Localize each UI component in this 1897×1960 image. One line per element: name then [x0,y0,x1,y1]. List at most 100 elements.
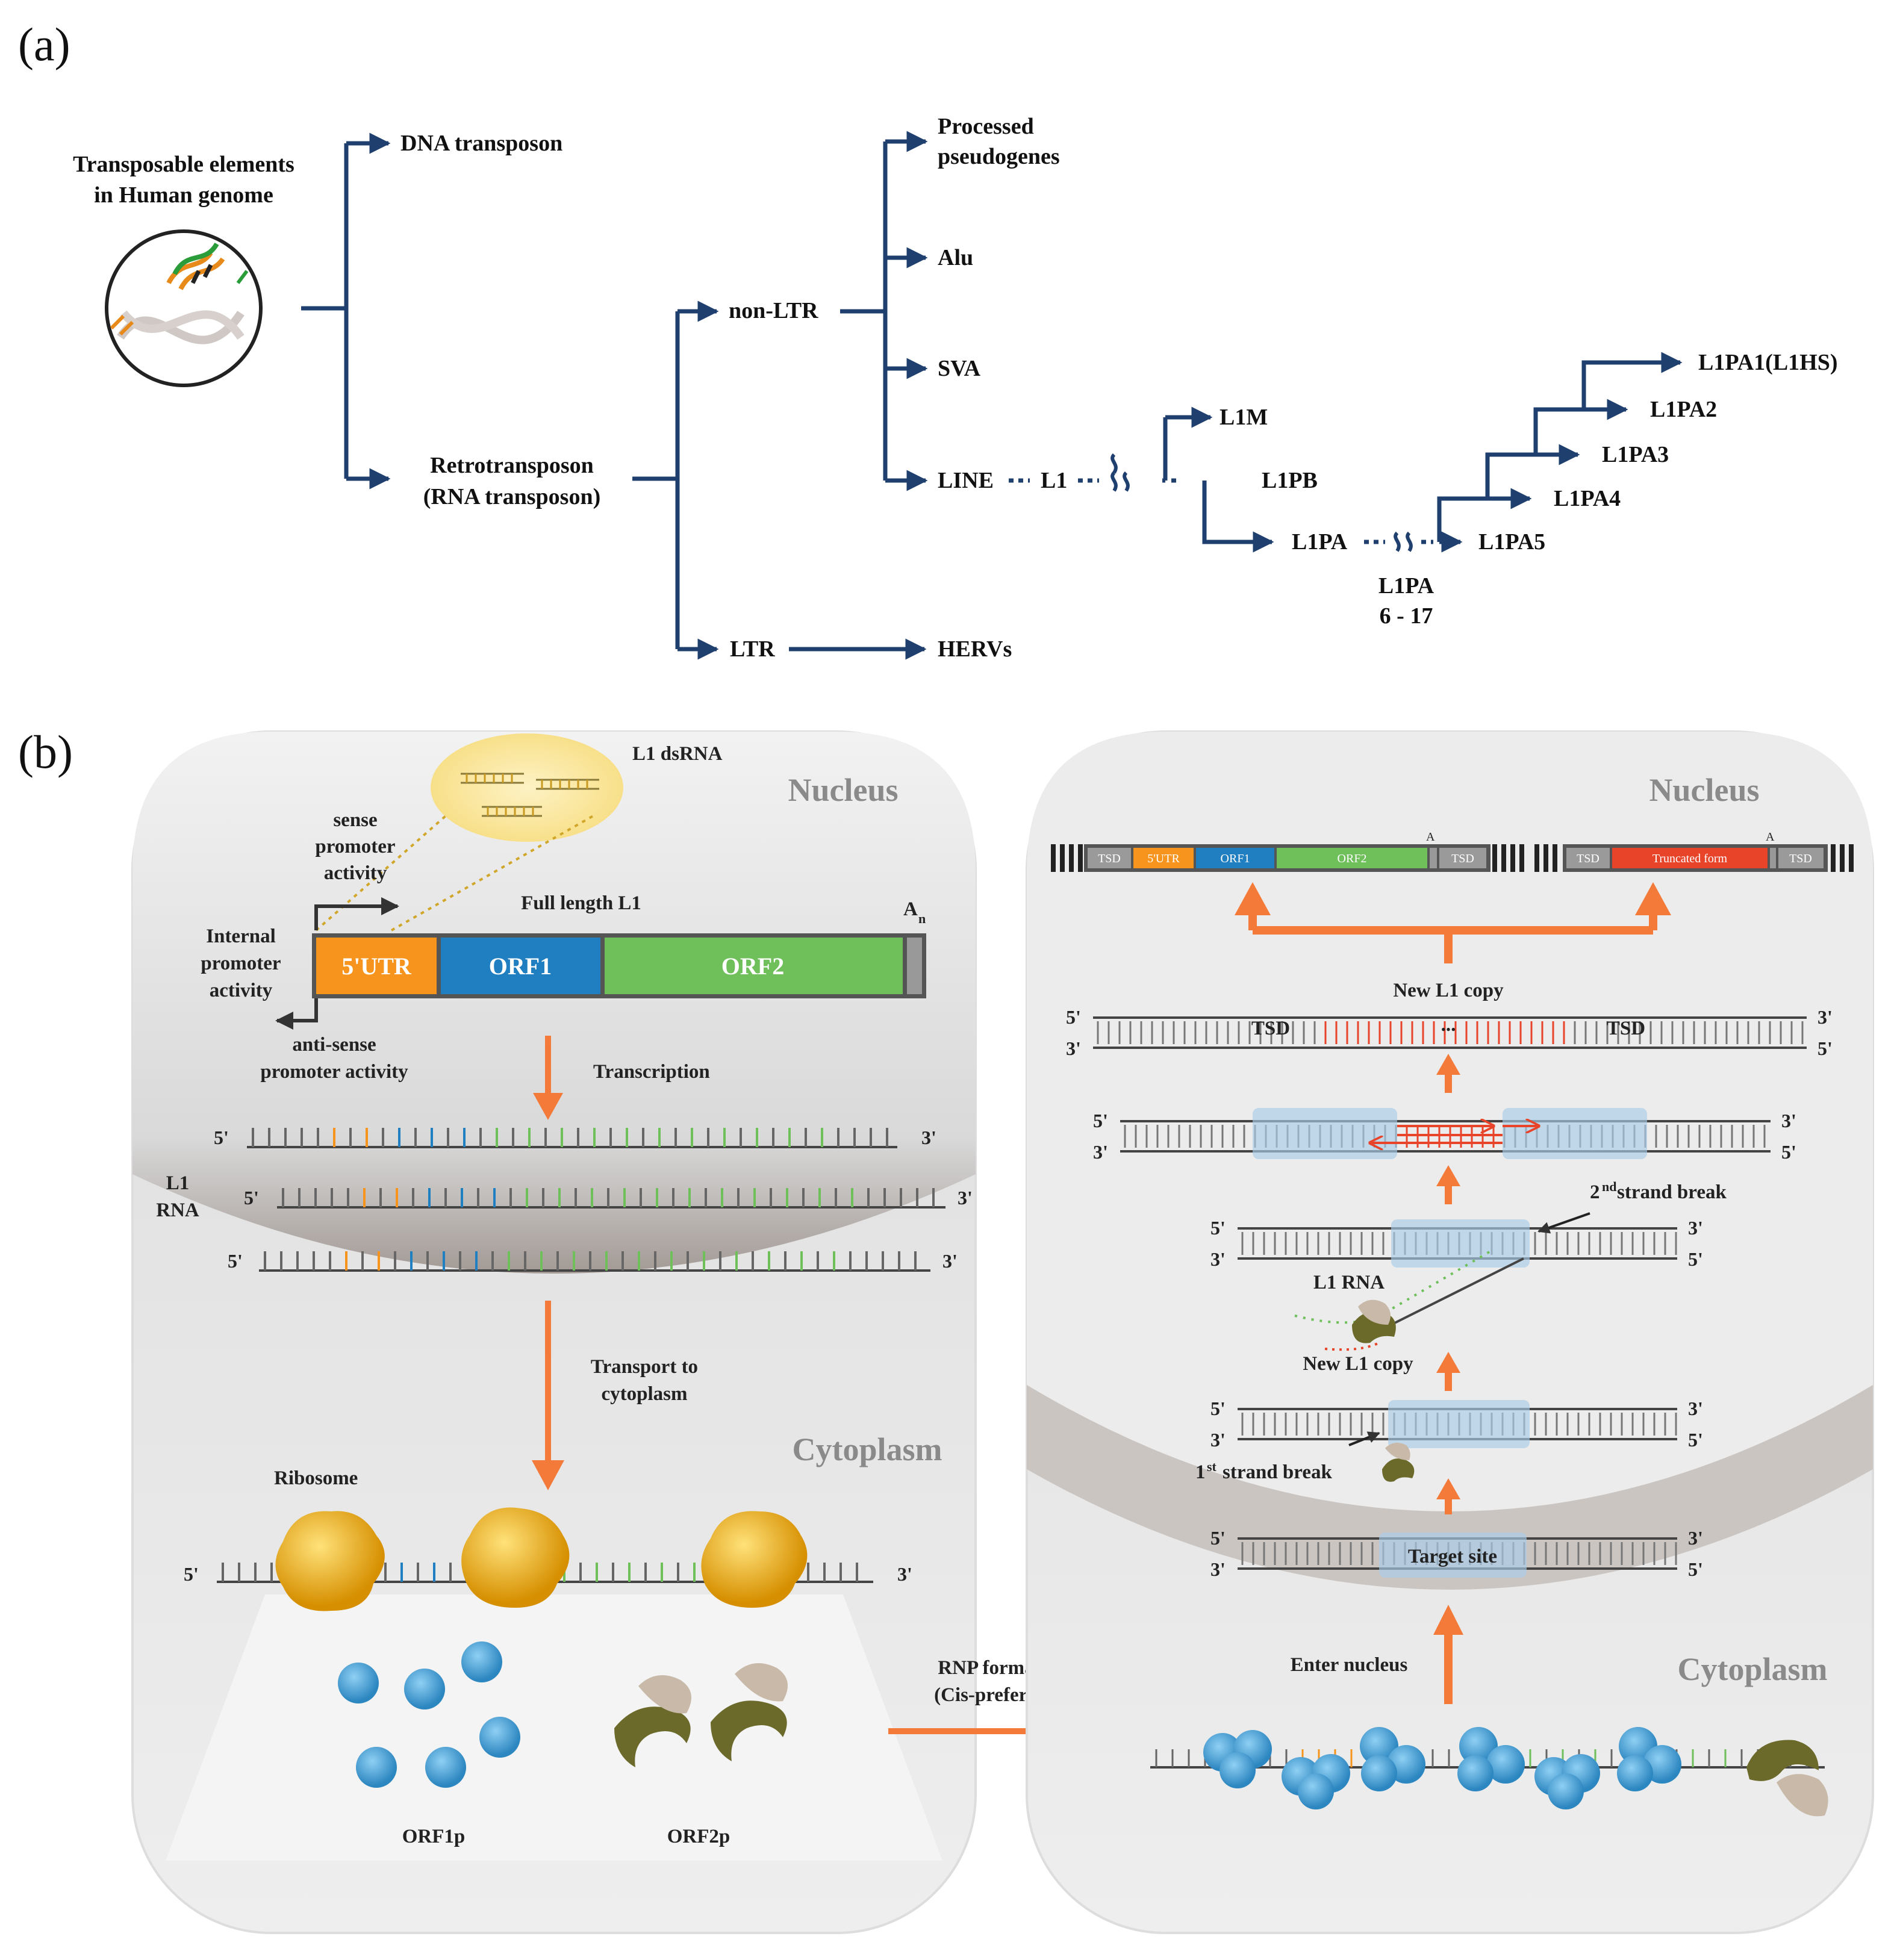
mrna-3p: 3' [897,1563,912,1585]
label-l1pa2: L1PA2 [1650,397,1717,422]
label-internal: Internal [206,926,276,947]
label-orf1p: ORF1p [402,1826,466,1847]
label-l1pa1: L1PA1(L1HS) [1698,350,1838,375]
label-l1m: L1M [1220,405,1268,430]
label-orf2p: ORF2p [667,1826,730,1847]
strand-end-label: 5' [1066,1006,1081,1028]
rna1-5p: 5' [214,1127,229,1148]
l1-rna-strands: 5' 3' 5' 3' 5' 3' [214,1127,973,1272]
strand-end-label: 3' [1210,1429,1226,1451]
strand-end-label: 5' [1688,1248,1703,1270]
tree-labels: DNA transposon Retrotransposon (RNA tran… [400,114,1838,662]
ins-5utr: 5'UTR [1147,852,1180,865]
strand-end-label: 3' [1818,1006,1833,1028]
step-tsd-2: TSD [1607,1018,1645,1039]
label-full-length: Full length L1 [521,892,641,914]
ribosome-icon [275,1507,808,1611]
orf1p-protein-icon [338,1641,520,1788]
label-antisense: anti-sense [292,1034,376,1056]
label-transport-2: cytoplasm [602,1383,688,1405]
trunc-tsd-1: TSD [1577,852,1600,865]
strand-end-label: 5' [1688,1558,1703,1580]
strand-end-label: 5' [1210,1217,1226,1239]
tree-dotted [1009,478,1433,544]
rna2-3p: 3' [958,1187,973,1209]
label-ltr: LTR [730,636,775,662]
step-arrows [1433,1054,1463,1704]
strand-end-label: 5' [1093,1110,1108,1131]
label-l1pa: L1PA [1292,529,1348,555]
label-l1pa5: L1PA5 [1478,529,1545,555]
label-processed: Processed [938,114,1034,139]
strand-end-label: 5' [1210,1527,1226,1549]
label-2nd-break: 2 [1590,1181,1600,1203]
inserted-l1-full: TSD 5'UTR ORF1 ORF2 TSD A [1051,830,1524,872]
label-l1pa3: L1PA3 [1602,442,1669,467]
bar-orf2: ORF2 [721,953,784,980]
ins-an-2: A [1766,830,1775,844]
label-sva: SVA [938,356,981,381]
label-1st-break: 1 [1195,1461,1206,1483]
bar-orf1: ORF1 [489,953,552,980]
label-l1-dsrna: L1 dsRNA [632,743,723,765]
root-title: Transposable elements [73,152,294,177]
strand-end-label: 5' [1781,1141,1796,1163]
dna-icon [105,229,263,387]
strand-end-label: 3' [1688,1398,1703,1419]
label-l1pa-mid-2: 6 - 17 [1380,603,1433,629]
inserted-l1-truncated: TSD Truncated form TSD A [1534,830,1854,872]
label-an: A [903,898,918,920]
orf2p-protein-icon [614,1663,788,1767]
label-l1: L1 [1041,468,1067,493]
strand-end-label: 5' [1210,1398,1226,1419]
root-title-2: in Human genome [94,182,273,208]
label-2nd-break-rest: strand break [1617,1181,1727,1203]
rna3-3p: 3' [942,1250,958,1272]
rna1-3p: 3' [921,1127,936,1148]
strand-end-label: 3' [1210,1248,1226,1270]
full-length-l1-bar: 5'UTR ORF1 ORF2 [312,933,926,998]
label-transcription: Transcription [593,1061,710,1083]
panel-b-label: (b) [18,726,73,778]
ins-an-1: A [1426,830,1435,844]
label-hervs: HERVs [938,636,1012,662]
rna2-5p: 5' [244,1187,259,1209]
mrna-5p: 5' [184,1563,199,1585]
strand-end-label: 3' [1688,1217,1703,1239]
label-sense: sense [333,809,377,831]
left-nucleus-label: Nucleus [788,772,898,808]
label-l1pa4: L1PA4 [1554,486,1621,511]
orf2p-protein-icon [1746,1740,1828,1817]
ins-orf2: ORF2 [1338,852,1367,865]
strand-end-label: 3' [1688,1527,1703,1549]
label-sense-2: promoter [315,836,395,857]
label-line: LINE [938,468,994,493]
label-sense-3: activity [324,862,387,884]
right-cytoplasm-label: Cytoplasm [1677,1651,1827,1687]
dna-ladder [1093,1016,1807,1049]
label-transport: Transport to [591,1356,698,1378]
label-1st-break-rest: strand break [1223,1461,1332,1483]
label-new-l1-copy-top: New L1 copy [1393,980,1504,1001]
panel-a-label: (a) [18,18,70,70]
tree-root: Transposable elements in Human genome [73,152,294,387]
rna3-5p: 5' [228,1250,243,1272]
trunc-tsd-2: TSD [1789,852,1812,865]
label-l1pa-mid: L1PA [1378,573,1434,599]
label-l1pb: L1PB [1262,468,1318,493]
label-1st-break-sup: st [1207,1459,1217,1474]
tree-lines [301,131,1683,660]
step-ellipsis: ... [1441,1014,1456,1036]
label-l1-rna-right: L1 RNA [1313,1272,1385,1293]
strand-end-label: 3' [1093,1141,1108,1163]
ins-tsd-2: TSD [1451,852,1474,865]
orf2p-protein-icon [1352,1299,1415,1482]
strand-end-label: 5' [1818,1038,1833,1059]
dsrna-strands [461,773,599,817]
right-cell: Nucleus Cytoplasm TSD 5'UTR ORF1 ORF2 TS… [1026,730,1874,1934]
label-antisense-2: promoter activity [260,1061,408,1083]
ins-orf1: ORF1 [1221,852,1250,865]
strand-end-label: 5' [1688,1429,1703,1451]
label-internal-2: promoter [201,953,281,974]
